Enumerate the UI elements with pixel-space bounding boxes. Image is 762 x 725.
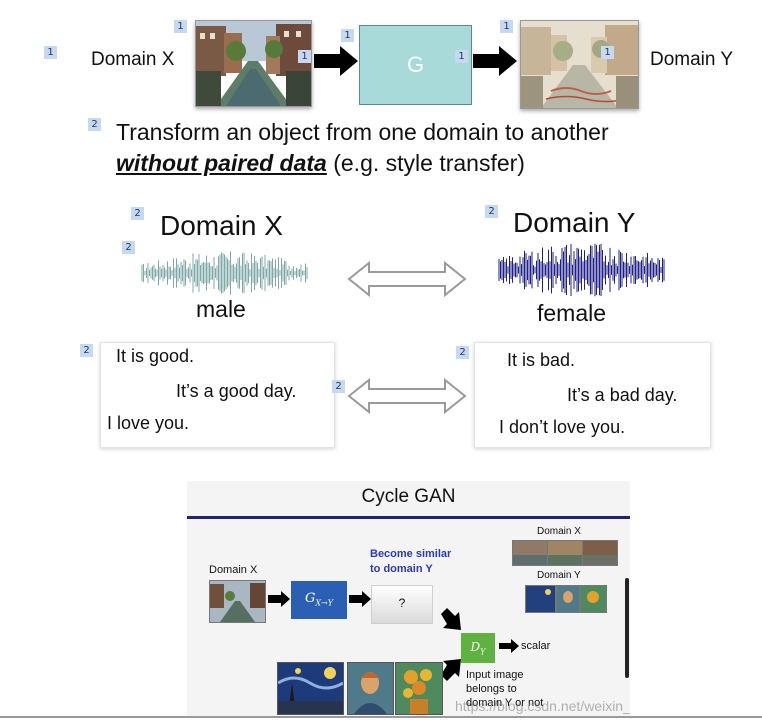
cg-discriminator-label: DY (470, 640, 486, 657)
canal-photo-x (195, 20, 312, 107)
annotation-badge: 2 (122, 241, 135, 254)
cyclegan-title: Cycle GAN (361, 486, 456, 507)
annotation-badge: 1 (601, 46, 614, 59)
audio-domain-x-title: Domain X (160, 210, 283, 241)
double-arrow-icon (347, 260, 467, 298)
annotation-badge: 1 (500, 20, 513, 33)
cg-canal-photo (209, 580, 266, 623)
cg-thumb-x-1 (512, 540, 548, 566)
description-line-1: Transform an object from one domain to a… (116, 119, 609, 145)
starry-night-painting (277, 662, 344, 715)
annotation-badge: 2 (456, 346, 469, 359)
cg-thumb-x-2 (547, 540, 583, 566)
arrow-right-icon (349, 591, 371, 607)
arrow-right-icon (314, 46, 358, 76)
arrow-right-icon (473, 46, 517, 76)
cyclegan-slide: Cycle GAN Domain X GX→Y Become similar t… (187, 481, 630, 717)
cg-generated-image-placeholder: ? (371, 585, 433, 624)
annotation-badge: 1 (174, 20, 187, 33)
sentence-x-2: It’s a good day. (176, 381, 297, 401)
annotation-badge: 1 (298, 50, 311, 63)
cg-input-text-1: Input image (466, 669, 524, 681)
arrow-down-right-icon (441, 608, 461, 630)
cg-generator-label: GX→Y (304, 591, 334, 608)
cyclegan-title-rule (187, 516, 630, 519)
annotation-badge: 2 (485, 205, 498, 218)
cg-scalar-label: scalar (521, 640, 551, 652)
male-waveform (141, 251, 308, 295)
sentence-x-3: I love you. (107, 413, 190, 433)
sentence-y-3: I don’t love you. (499, 417, 626, 437)
domain-x-label: Domain X (91, 49, 175, 70)
arrow-right-icon (268, 591, 290, 607)
annotation-badge: 2 (88, 118, 101, 131)
cg-input-text-3: domain Y or not (466, 697, 544, 709)
domain-y-label: Domain Y (650, 49, 734, 70)
slide-scrollbar[interactable] (625, 578, 629, 678)
cg-become-similar-2: to domain Y (370, 563, 433, 575)
domain-y-sentences-card (474, 342, 711, 448)
csdn-watermark: https://blog.csdn.net/weixin_40485502 (455, 698, 630, 714)
audio-female-caption: female (537, 300, 607, 326)
annotation-badge: 1 (341, 29, 354, 42)
sentence-x-1: It is good. (116, 346, 195, 366)
cg-thumb-x-3 (582, 540, 618, 566)
cg-thumb-y-3 (580, 585, 607, 613)
cg-become-similar-1: Become similar (370, 548, 452, 560)
without-paired-data-emphasis: without paired data (116, 150, 327, 176)
generator-label: G (406, 52, 425, 77)
cg-thumb-y-1 (525, 585, 556, 613)
generator-box: G (359, 25, 472, 105)
annotation-badge: 1 (455, 50, 468, 63)
canal-painting-y (520, 20, 639, 109)
audio-domain-y-title: Domain Y (513, 207, 636, 238)
cg-discriminator-box: DY (461, 633, 495, 663)
arrow-up-right-icon (441, 659, 461, 681)
cg-right-domain-x-label: Domain X (537, 526, 581, 537)
double-arrow-icon (347, 377, 467, 415)
sunflowers-painting (395, 662, 443, 715)
female-waveform (498, 243, 665, 297)
cg-domain-x-label: Domain X (209, 564, 258, 576)
annotation-badge: 2 (80, 344, 93, 357)
annotation-badge: 2 (131, 207, 144, 220)
arrow-right-icon (499, 639, 519, 653)
cg-right-domain-y-label: Domain Y (537, 570, 581, 581)
sentence-y-1: It is bad. (507, 350, 576, 370)
domain-x-sentences-card (100, 342, 335, 448)
audio-male-caption: male (196, 296, 246, 322)
cg-input-text-2: belongs to (466, 683, 517, 695)
annotation-badge: 2 (332, 380, 345, 393)
cg-generator-box: GX→Y (291, 581, 347, 619)
self-portrait-painting (347, 662, 394, 715)
description-line-2: without paired data (e.g. style transfer… (116, 150, 525, 177)
sentence-y-2: It’s a bad day. (567, 385, 678, 405)
cg-thumb-y-2 (556, 585, 580, 613)
cg-question-mark: ? (398, 596, 406, 610)
bottom-separator (0, 716, 762, 718)
description-line-2-rest: (e.g. style transfer) (326, 150, 525, 176)
annotation-badge: 1 (44, 46, 57, 59)
